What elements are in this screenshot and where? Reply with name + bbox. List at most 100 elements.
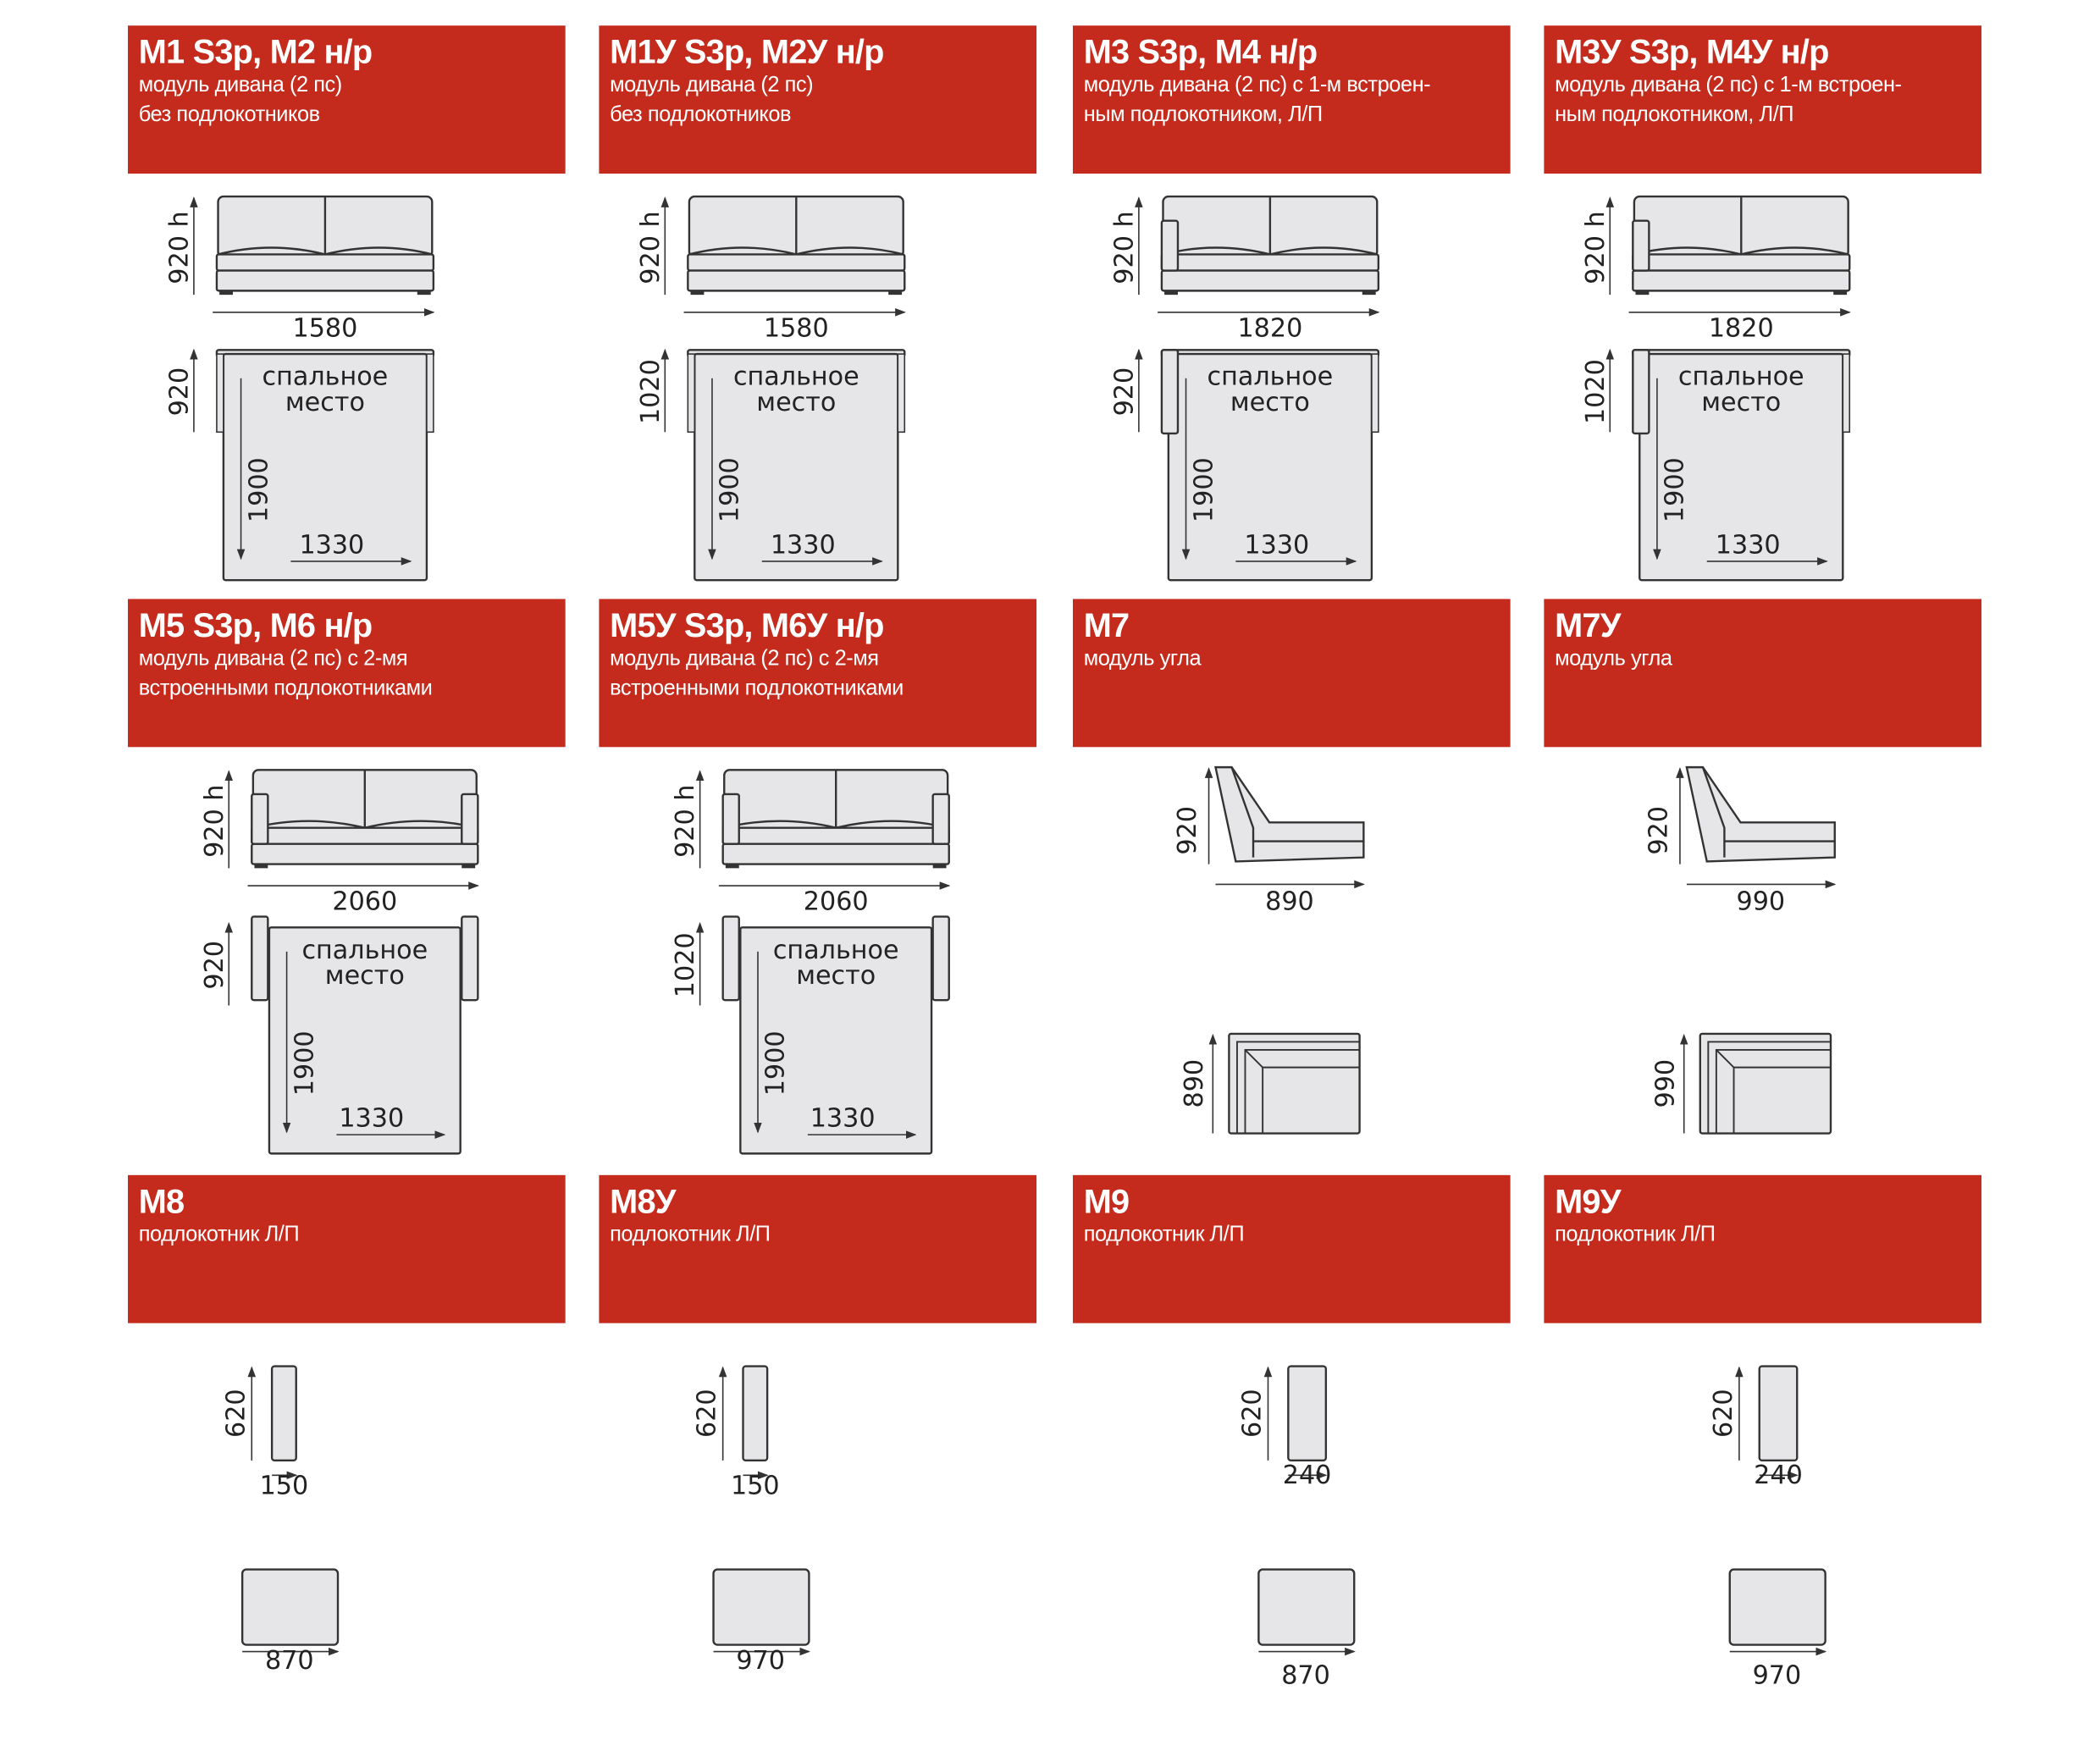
height-label: 920 h <box>165 211 195 284</box>
depth-label: 1020 <box>671 932 700 997</box>
sleeping-area <box>1639 352 1844 582</box>
base-band <box>1632 269 1851 292</box>
height-label: 620 <box>1238 1389 1268 1438</box>
length-label: 1900 <box>1661 457 1690 522</box>
module-title: M7 <box>1083 606 1130 645</box>
armrest-top <box>721 915 740 1002</box>
armrest-top-view <box>712 1568 810 1646</box>
length-label: 1900 <box>1189 457 1219 522</box>
sleeping-label: спальное <box>733 362 859 392</box>
corner-top-view <box>1228 1032 1361 1135</box>
height-label: 920 h <box>636 211 666 284</box>
armrest-side-view <box>742 1365 769 1462</box>
depth-label: 870 <box>1281 1661 1330 1691</box>
height-label: 920 h <box>200 785 229 858</box>
length-label: 1900 <box>290 1030 319 1096</box>
base-band <box>215 269 435 292</box>
sleeping-label: спальное <box>1678 362 1804 392</box>
seat-band <box>251 826 479 845</box>
width-label: 990 <box>1737 887 1786 917</box>
module-description: подлокотник Л/П <box>610 1224 771 1247</box>
armrest-top-view <box>1728 1568 1826 1646</box>
seat-band <box>1632 253 1851 272</box>
height-label: 920 h <box>671 785 700 858</box>
module-header: M9У подлокотник Л/П <box>1544 1174 1982 1323</box>
sleeping-label: спальное <box>301 936 428 965</box>
length-label: 1900 <box>761 1030 791 1096</box>
width-label: 150 <box>731 1472 780 1501</box>
width-label: 890 <box>1265 887 1314 917</box>
armrest <box>461 793 479 845</box>
seat-band <box>215 253 435 272</box>
module-title: M1У S3p, M2У н/р <box>610 33 884 72</box>
width-label: 1580 <box>292 313 357 343</box>
width-label: 150 <box>260 1472 309 1501</box>
module-title: M7У <box>1555 606 1621 645</box>
armrest-top <box>931 915 950 1002</box>
depth-label: 870 <box>265 1646 314 1676</box>
sleeping-label: спальное <box>1208 362 1334 392</box>
armrest <box>1632 219 1650 272</box>
depth-label: 890 <box>1180 1059 1209 1108</box>
armrest-side-view <box>1287 1365 1328 1462</box>
module-description: модуль дивана (2 пс) <box>138 74 343 97</box>
sleeping-label: спальное <box>262 362 389 392</box>
armrest <box>1160 219 1180 272</box>
sleeping-label: место <box>1230 388 1310 417</box>
sleeping-label: место <box>285 388 365 417</box>
depth-label: 970 <box>736 1646 785 1676</box>
sleeping-label: место <box>796 961 876 991</box>
armrest-top <box>1160 349 1180 435</box>
sleeping-area <box>739 926 933 1155</box>
sleeping-label: место <box>1701 388 1781 417</box>
module-description: подлокотник Л/П <box>138 1224 300 1247</box>
depth-label: 920 <box>165 367 195 417</box>
module-title: M3У S3p, M4У н/р <box>1555 33 1829 72</box>
module-description: модуль дивана (2 пс) с 2-мя <box>610 647 879 671</box>
armrest-side-view <box>1758 1365 1799 1462</box>
width-label: 240 <box>1754 1461 1803 1490</box>
seat-band <box>1160 253 1380 272</box>
module-description: ным подлокотником, Л/П <box>1083 103 1323 127</box>
base-band <box>251 842 479 865</box>
module-title: M8У <box>610 1183 676 1221</box>
base-band <box>1160 269 1380 292</box>
module-title: M1 S3p, M2 н/р <box>138 33 373 72</box>
armrest-top-view <box>240 1568 340 1646</box>
corner-top-view <box>1699 1032 1832 1135</box>
module-title: M9У <box>1555 1183 1621 1221</box>
armrest <box>721 793 740 845</box>
bed-width-label: 1330 <box>299 530 364 560</box>
sleeping-area <box>222 352 428 582</box>
armrest-top <box>1632 349 1650 435</box>
module-description: встроенными подлокотниками <box>610 677 904 700</box>
armrest-side-view <box>270 1365 297 1462</box>
module-description: подлокотник Л/П <box>1555 1224 1716 1247</box>
depth-label: 1020 <box>636 359 666 424</box>
module-description: модуль дивана (2 пс) с 2-мя <box>138 647 408 671</box>
armrest-top <box>251 915 269 1002</box>
depth-label: 990 <box>1651 1059 1681 1108</box>
depth-label: 920 <box>1109 367 1139 417</box>
sleeping-area <box>268 926 461 1155</box>
module-description: встроенными подлокотниками <box>138 677 433 700</box>
